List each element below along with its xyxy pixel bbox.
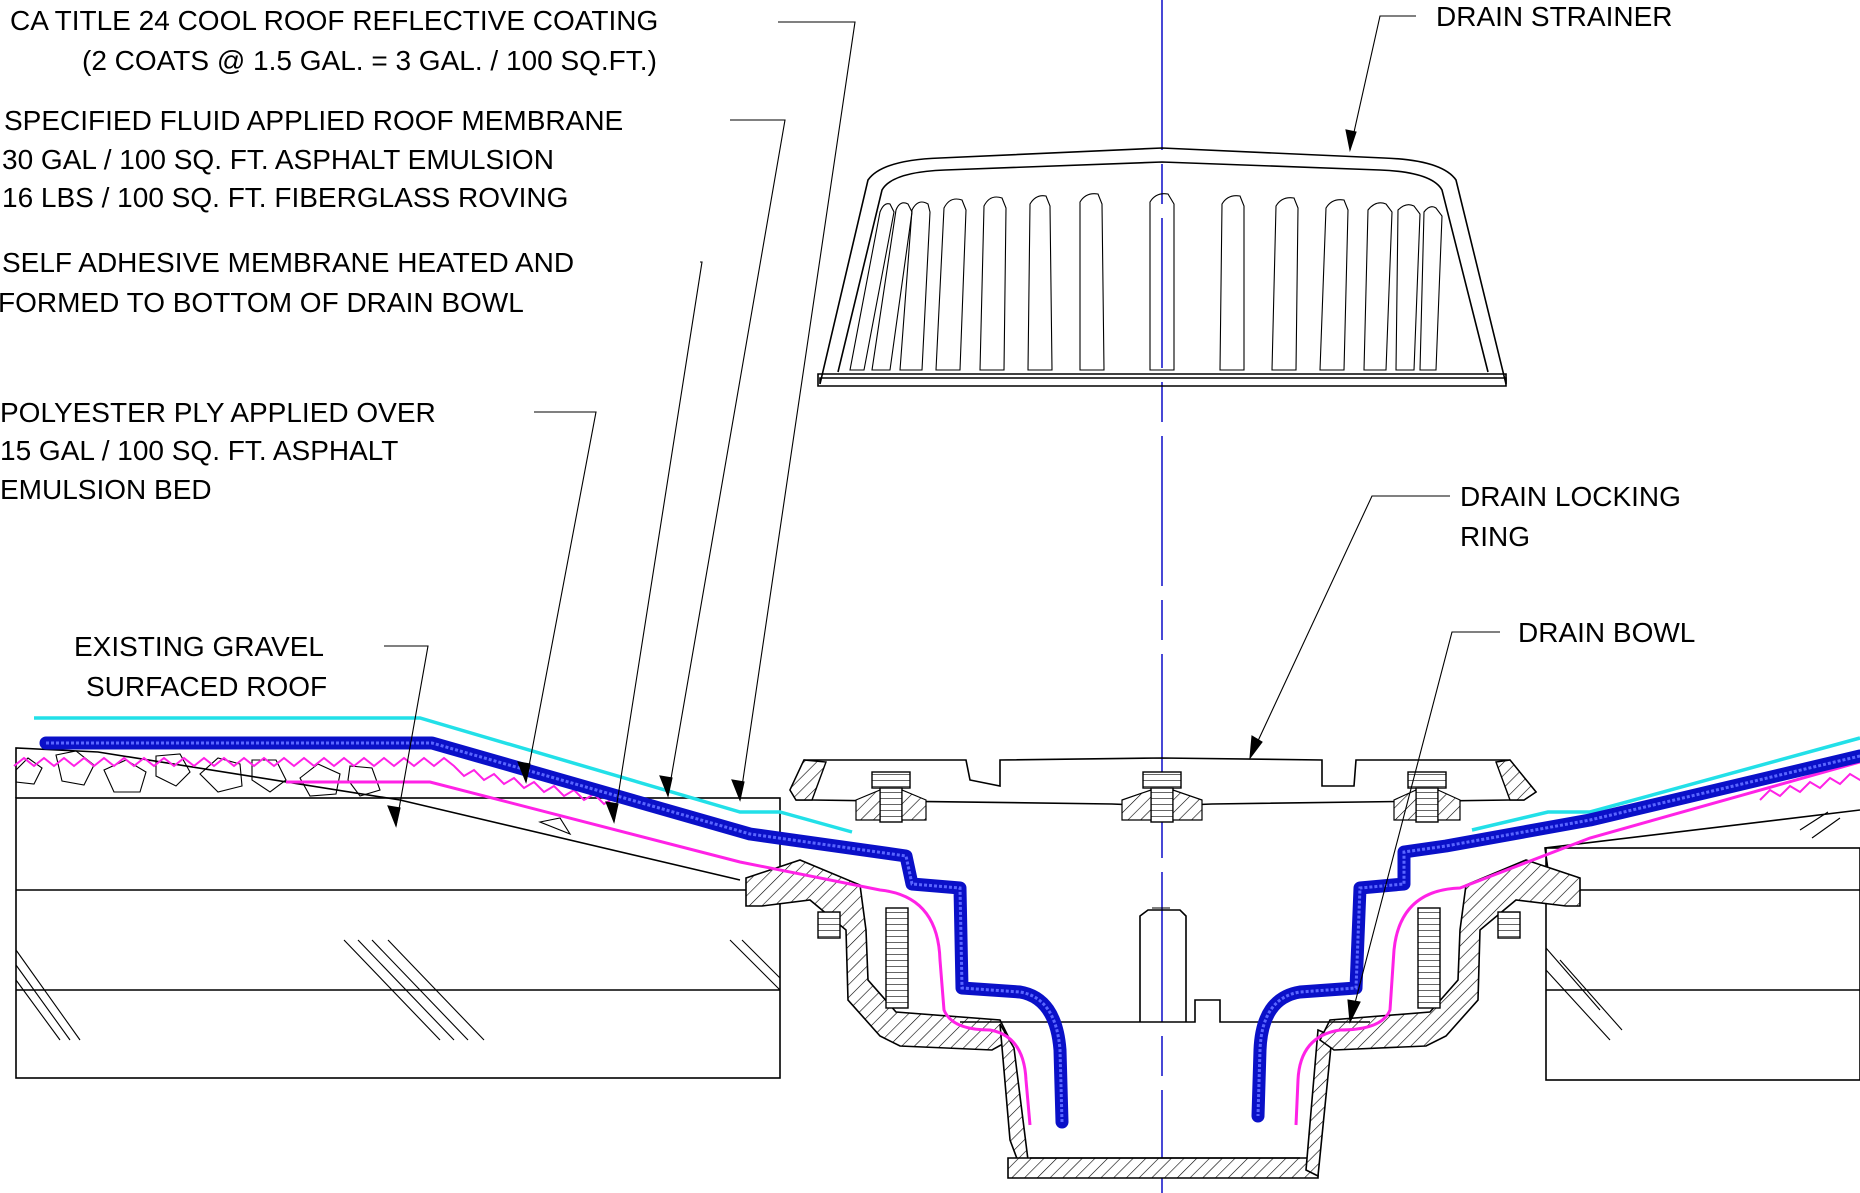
- fluid-membrane-label-line3: 16 LBS / 100 SQ. FT. FIBERGLASS ROVING: [2, 182, 568, 213]
- fluid-membrane-label-line2: 30 GAL / 100 SQ. FT. ASPHALT EMULSION: [2, 144, 554, 175]
- callout-self-adhesive: SELF ADHESIVE MEMBRANE HEATED AND FORMED…: [0, 247, 574, 318]
- fluid-membrane-label-line1: SPECIFIED FLUID APPLIED ROOF MEMBRANE: [4, 105, 623, 136]
- drain-locking-ring: [789, 757, 1538, 823]
- polyester-label-line2: 15 GAL / 100 SQ. FT. ASPHALT: [0, 435, 398, 466]
- coating-label-line1: CA TITLE 24 COOL ROOF REFLECTIVE COATING: [10, 5, 658, 36]
- polyester-ply-zigzag-right: [1759, 772, 1860, 801]
- bowl-label: DRAIN BOWL: [1518, 617, 1695, 648]
- cool-roof-coating-line: [34, 716, 853, 834]
- callout-coating: CA TITLE 24 COOL ROOF REFLECTIVE COATING…: [10, 5, 658, 76]
- callout-gravel: EXISTING GRAVEL SURFACED ROOF: [74, 631, 327, 702]
- gravel-label-line1: EXISTING GRAVEL: [74, 631, 324, 662]
- cool-roof-coating-line-right: [1471, 736, 1860, 832]
- left-roof-deck: [15, 797, 781, 1079]
- callout-fluid-membrane: SPECIFIED FLUID APPLIED ROOF MEMBRANE 30…: [2, 105, 623, 213]
- self-adhesive-membrane: [286, 780, 1032, 1126]
- bowl-bolts: [817, 907, 1521, 1009]
- drain-bowl: [745, 859, 1581, 1179]
- locking-ring-label-line1: DRAIN LOCKING: [1460, 481, 1681, 512]
- self-adhesive-membrane-right: [1294, 760, 1860, 1126]
- polyester-ply-zigzag: [13, 756, 615, 806]
- strainer-label: DRAIN STRAINER: [1436, 1, 1672, 32]
- locking-ring-label-line2: RING: [1460, 521, 1530, 552]
- polyester-label-line1: POLYESTER PLY APPLIED OVER: [0, 397, 436, 428]
- callout-bowl: DRAIN BOWL: [1518, 617, 1695, 648]
- callout-polyester: POLYESTER PLY APPLIED OVER 15 GAL / 100 …: [0, 397, 436, 505]
- self-adhesive-label-line1: SELF ADHESIVE MEMBRANE HEATED AND: [2, 247, 574, 278]
- gravel-surface: [15, 747, 741, 881]
- leader-lines: [384, 15, 1500, 1024]
- coating-label-line2: (2 COATS @ 1.5 GAL. = 3 GAL. / 100 SQ.FT…: [82, 45, 657, 76]
- callout-strainer: DRAIN STRAINER: [1436, 1, 1672, 32]
- gravel-label-line2: SURFACED ROOF: [86, 671, 327, 702]
- polyester-label-line3: EMULSION BED: [0, 474, 212, 505]
- drain-strainer: [817, 147, 1507, 387]
- callout-locking-ring: DRAIN LOCKING RING: [1460, 481, 1681, 552]
- right-roof-deck: [1544, 809, 1860, 1081]
- self-adhesive-label-line2: FORMED TO BOTTOM OF DRAIN BOWL: [0, 287, 524, 318]
- fluid-applied-membrane-right: [1251, 749, 1860, 1123]
